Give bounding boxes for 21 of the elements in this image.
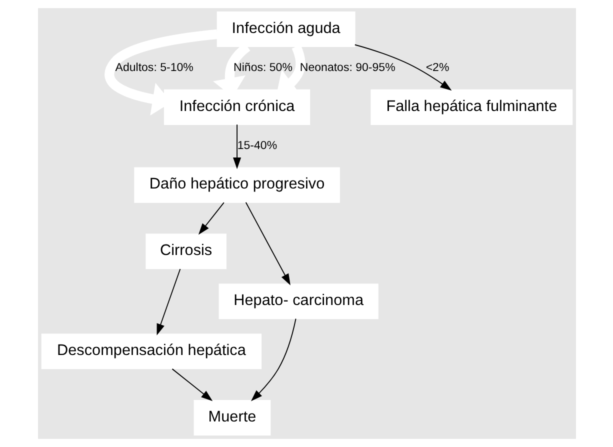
edge-label: Niños: 50% [233,62,292,74]
arrow [104,29,218,116]
arrow [198,202,224,235]
edge-label: Neonatos: 90-95% [299,62,395,74]
edge-label: <2% [425,62,449,74]
node-box: Daño hepático progresivo [134,167,340,203]
node-box: Cirrosis [145,234,226,270]
node-box: Muerte [193,400,270,436]
arrow [171,368,212,402]
arrow [250,318,296,402]
node-box: Descompensación hepática [40,334,262,370]
arrow [156,268,180,336]
arrow [244,202,290,286]
edge-label: Adultos: 5-10% [114,62,193,74]
edge-label: 15-40% [236,140,277,152]
arrow [354,44,452,91]
node-box: Infección crónica [163,89,310,125]
node-box: Falla hepática fulminante [370,89,572,125]
arrow [232,124,241,170]
node-box: Hepato- carcinoma [218,284,378,320]
node-box: Infección aguda [216,11,355,48]
